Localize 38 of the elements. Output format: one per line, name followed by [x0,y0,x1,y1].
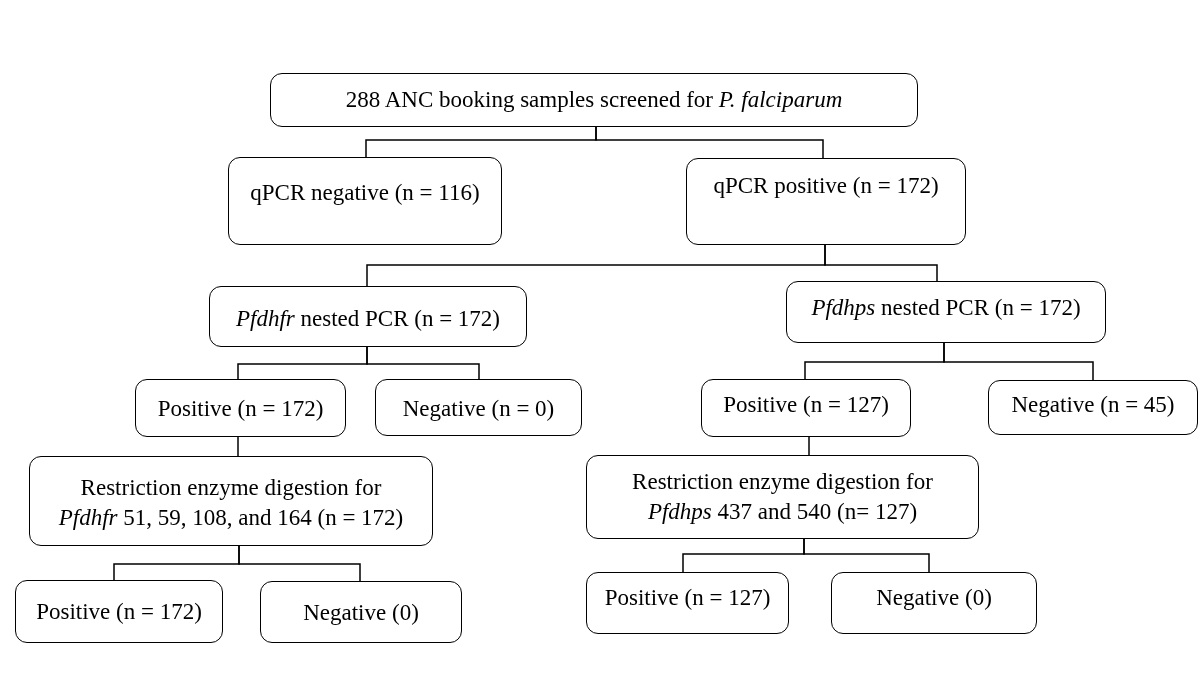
process-box [375,379,582,436]
box-text: 288 ANC booking samples screened for P. falciparum [345,86,843,114]
process-box [260,581,462,643]
box-text: Positive (n = 172) [157,395,324,423]
process-box [831,572,1037,634]
connector-line [237,436,239,457]
box-text: Negative (n = 45) [1011,391,1175,419]
connector-line [943,342,1094,381]
process-box [228,157,502,245]
box-text: Negative (0) [303,599,419,627]
process-box [29,456,433,546]
connector-line [366,346,480,380]
box-text: Positive (n = 172) [36,598,202,626]
box-text: Restriction enzyme digestion for Pfdhps 437 and 540 (n= 127) [631,468,934,526]
box-text: Negative (n = 0) [402,395,555,423]
box-text: Restriction enzyme digestion for Pfdhfr 51, 59, 108, and 164 (n = 172) [57,474,405,532]
process-box [135,379,346,437]
box-text: Pfdhps nested PCR (n = 172) [811,294,1081,322]
process-box [270,73,918,127]
process-box [701,379,911,437]
process-box [686,158,966,245]
process-box [586,572,789,634]
connector-line [803,538,930,573]
box-text: qPCR positive (n = 172) [713,172,939,200]
box-text: Positive (n = 127) [723,391,889,419]
process-box [586,455,979,539]
box-text: qPCR negative (n = 116) [250,179,480,207]
box-text: Positive (n = 127) [604,584,771,612]
connector-line [595,126,824,159]
process-box [786,281,1106,343]
box-text: Negative (0) [876,584,992,612]
process-box [15,580,223,643]
connector-line [824,244,938,282]
process-box [209,286,527,347]
box-text: Pfdhfr nested PCR (n = 172) [235,305,501,333]
connector-line [238,545,361,582]
connector-line [808,436,810,456]
process-box [988,380,1198,435]
